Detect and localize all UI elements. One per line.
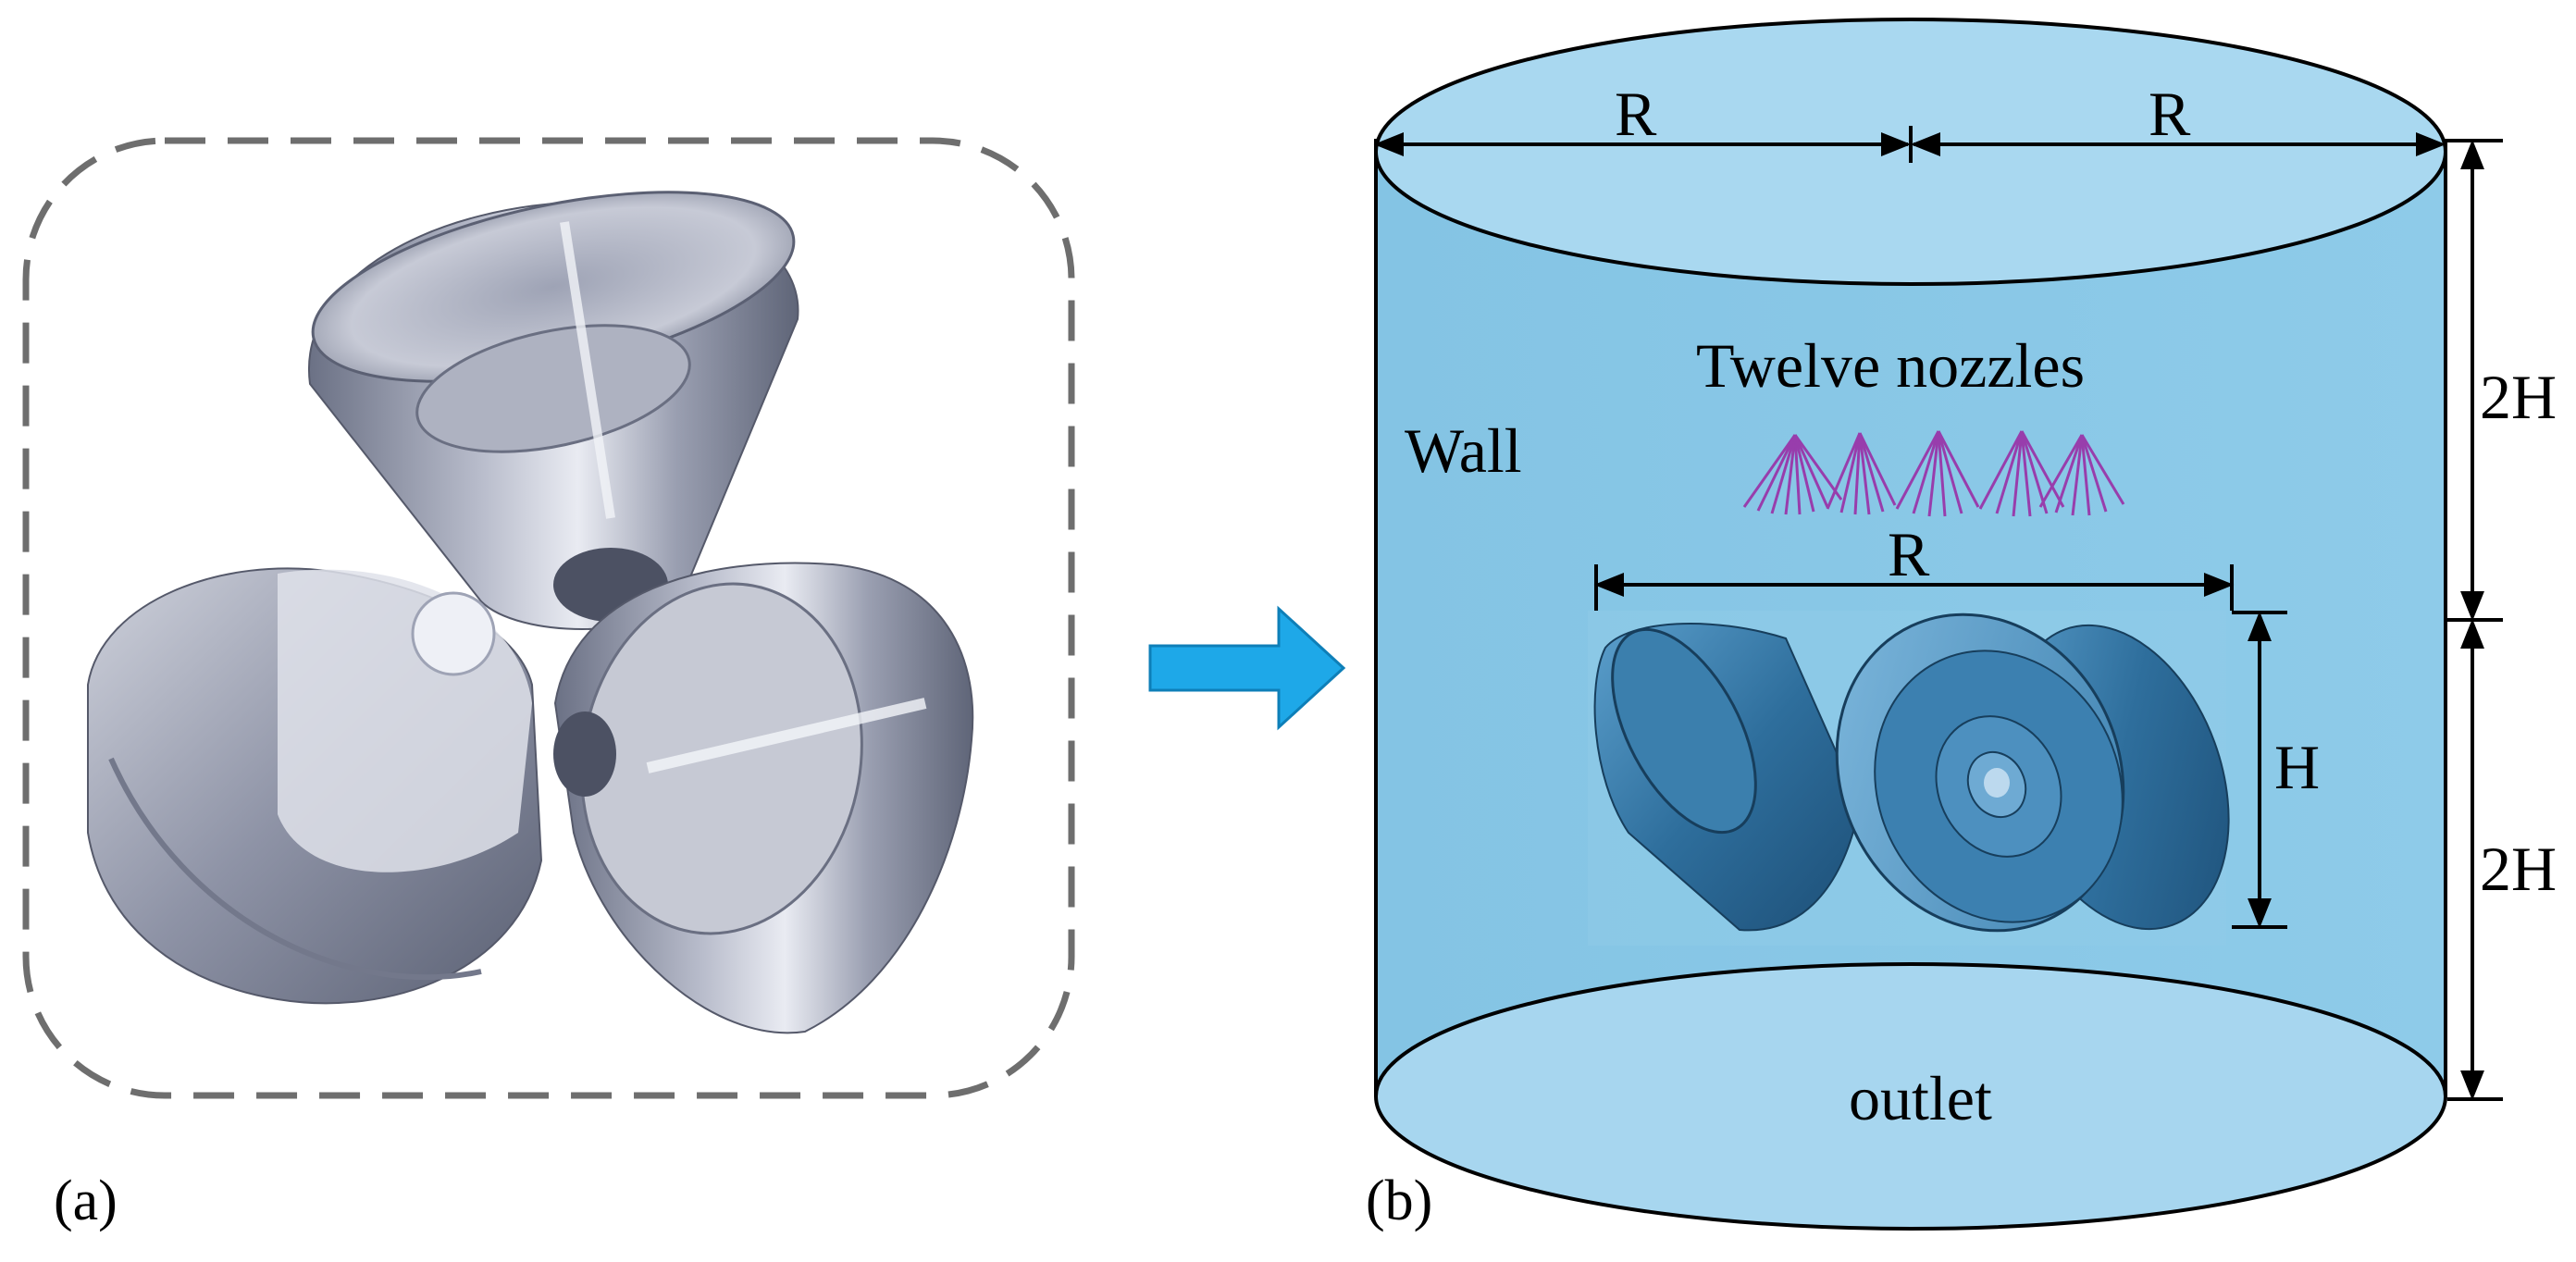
outlet-label: outlet [1849, 1063, 1992, 1133]
spray-fan-5 [2038, 434, 2125, 516]
nozzles-label: Twelve nozzles [1696, 330, 2085, 401]
spray-fan-2 [1826, 432, 1897, 515]
nozzle-cone-top [307, 191, 799, 630]
nozzle-cone-right [553, 562, 974, 1034]
spray-fan-4 [1978, 430, 2065, 517]
spray-fan-1 [1742, 434, 1843, 515]
spray-fan-3 [1895, 430, 1980, 517]
nozzle-assembly [1588, 611, 2230, 946]
dim-right-heights [2447, 139, 2503, 1101]
panel-a-label: (a) [54, 1169, 118, 1232]
cylinder-outlet [1374, 962, 2447, 1231]
dim-inner-width [1593, 564, 2235, 611]
dim-label-inner-h: H [2274, 732, 2320, 802]
dim-label-lower-2h: 2H [2480, 834, 2557, 904]
dim-label-top-right: R [2149, 79, 2191, 149]
nozzle-spray-array [1742, 430, 2125, 517]
dim-top-radius [1373, 126, 2446, 163]
dim-label-inner-r: R [1888, 519, 1930, 589]
dim-label-top-left: R [1615, 79, 1657, 149]
nozzle-cone-left [87, 567, 543, 1005]
right-arrow-icon [1148, 605, 1346, 731]
panel-b-label: (b) [1366, 1169, 1432, 1232]
dim-label-upper-2h: 2H [2480, 362, 2557, 432]
wall-label: Wall [1405, 415, 1522, 486]
dim-inner-height [2232, 611, 2287, 929]
panel-b: R R 2H 2H Wall Twelve nozzles outlet [1366, 18, 2557, 1232]
panel-a: (a) [22, 137, 1075, 1232]
dashed-frame [22, 137, 1075, 1099]
